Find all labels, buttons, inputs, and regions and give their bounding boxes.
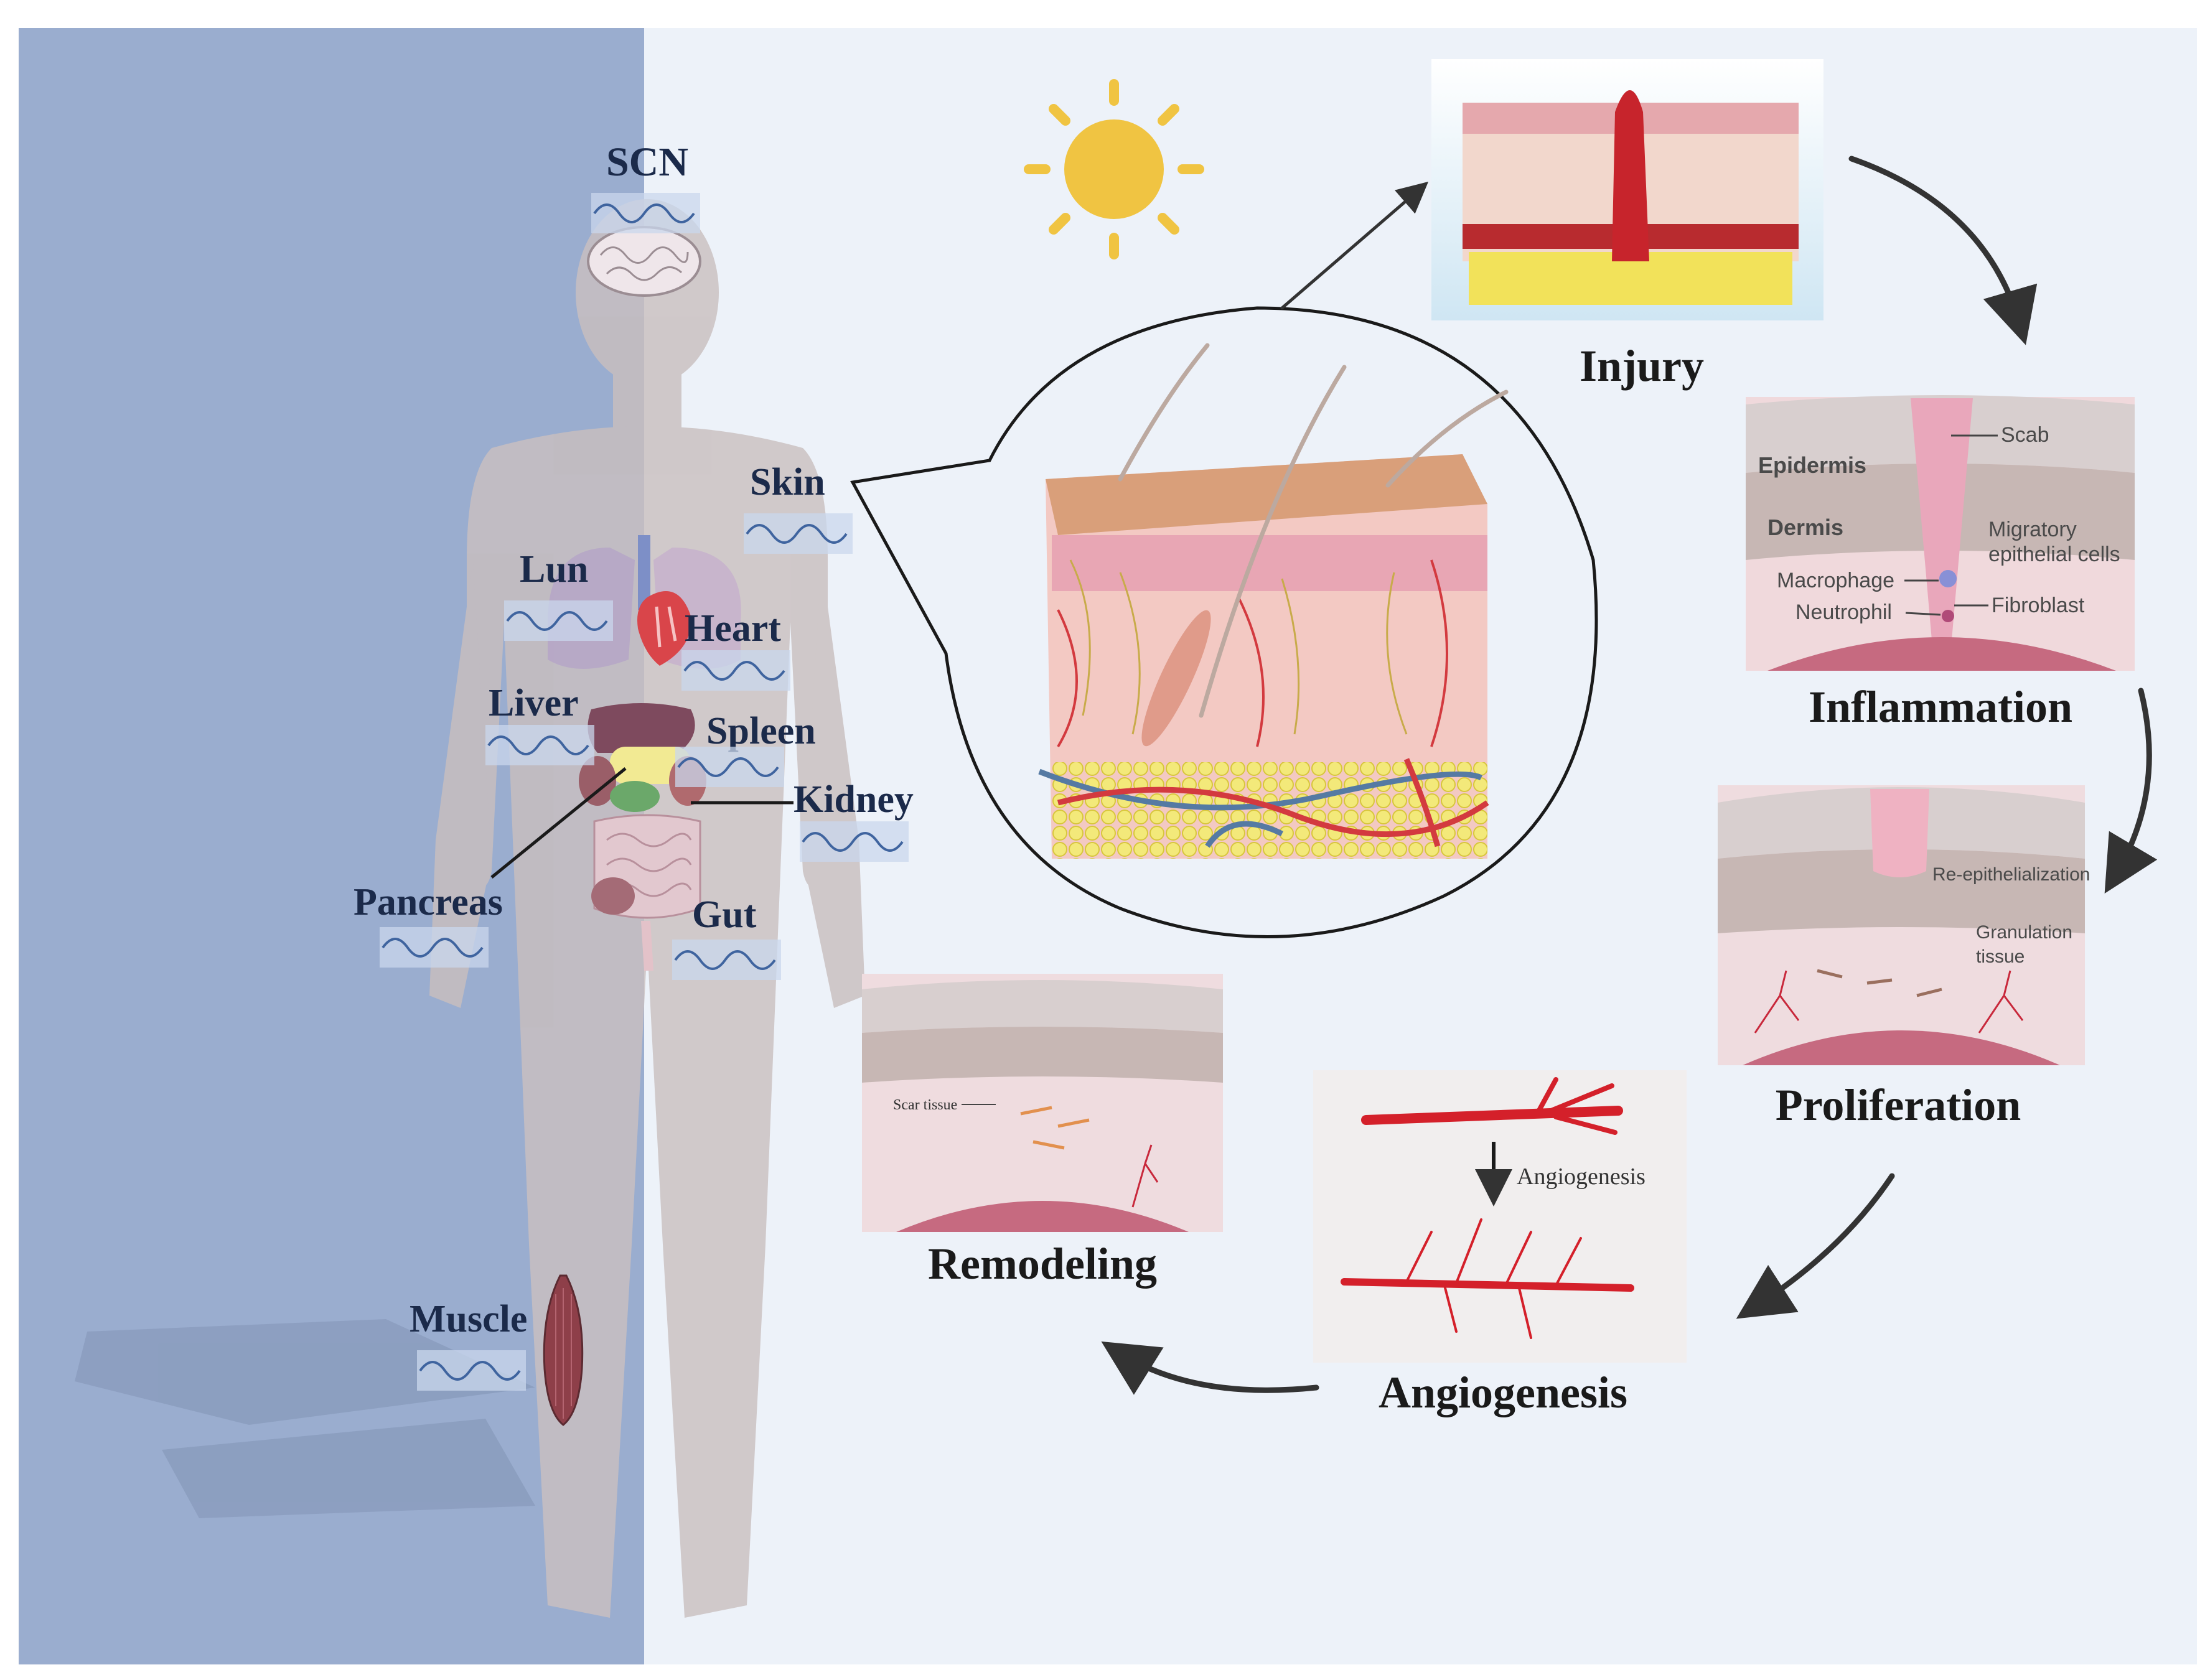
prolif-reepi-label: Re-epithelialization xyxy=(1932,864,2090,885)
organ-label-skin: Skin xyxy=(750,461,825,503)
organ-label-muscle: Muscle xyxy=(410,1298,527,1340)
skin-wave-icon xyxy=(744,513,853,554)
spleen-wave-icon xyxy=(675,747,784,787)
inflam-epidermis-label: Epidermis xyxy=(1758,452,1866,478)
organ-label-scn: SCN xyxy=(606,139,688,185)
inflam-dermis-label: Dermis xyxy=(1767,515,1843,540)
liver-illustration xyxy=(588,703,695,753)
injury-panel xyxy=(1431,59,1823,320)
angio-panel-label: Angiogenesis xyxy=(1517,1164,1646,1190)
inflam-scab-label: Scab xyxy=(2001,423,2049,447)
organ-label-gut: Gut xyxy=(692,894,757,936)
organ-label-pancreas: Pancreas xyxy=(353,881,503,923)
organ-label-spleen: Spleen xyxy=(706,710,816,752)
liver-wave-icon xyxy=(485,725,594,765)
stage-label-proliferation: Proliferation xyxy=(1776,1080,2021,1130)
organ-label-liver: Liver xyxy=(489,682,579,724)
skin-magnifier xyxy=(850,306,1598,938)
stage-label-injury: Injury xyxy=(1580,341,1704,391)
prolif-granulation-label-2: tissue xyxy=(1976,946,2025,967)
inflam-migratory-label-2: epithelial cells xyxy=(1988,543,2120,566)
arrow-magnifier-to-injury xyxy=(1280,181,1429,310)
neutrophil-cell xyxy=(1942,610,1954,622)
organ-label-kidney: Kidney xyxy=(794,778,914,821)
inflam-migratory-label-1: Migratory xyxy=(1988,518,2077,541)
prolif-granulation-label-1: Granulation xyxy=(1976,922,2072,943)
heart-wave-icon xyxy=(681,650,790,691)
stage-label-remodeling: Remodeling xyxy=(928,1239,1157,1289)
heart-illustration xyxy=(637,591,691,666)
macrophage-cell xyxy=(1939,570,1957,587)
brain-illustration xyxy=(587,226,701,297)
angiogenesis-panel xyxy=(1313,1070,1687,1363)
lung-wave-icon xyxy=(504,600,613,641)
inflam-macrophage-label: Macrophage xyxy=(1777,569,1894,592)
arrow-injury-to-inflammation xyxy=(1848,156,2038,345)
inflam-fibroblast-label: Fibroblast xyxy=(1992,594,2085,617)
stage-label-angiogenesis: Angiogenesis xyxy=(1379,1368,1627,1417)
proliferation-panel xyxy=(1718,785,2085,1065)
arrow-inflammation-to-proliferation xyxy=(2104,688,2158,894)
organ-label-lung: Lun xyxy=(520,548,588,590)
remod-scar-label: Scar tissue xyxy=(893,1097,957,1113)
stage-label-inflammation: Inflammation xyxy=(1809,682,2072,732)
remodeling-panel xyxy=(862,974,1223,1232)
kidney-wave-icon xyxy=(800,821,909,862)
gut-wave-icon xyxy=(672,940,781,980)
inflam-neutrophil-leader xyxy=(1905,612,1941,616)
sun-icon xyxy=(1024,79,1204,259)
inflam-neutrophil-label: Neutrophil xyxy=(1795,600,1892,624)
abdominal-organs xyxy=(579,747,706,971)
arrow-angiogenesis-to-remodeling xyxy=(1101,1341,1319,1395)
arrow-proliferation-to-angiogenesis xyxy=(1736,1173,1895,1319)
inflammation-panel xyxy=(1746,395,2135,671)
organ-label-heart: Heart xyxy=(685,607,781,650)
pancreas-leader-line xyxy=(490,767,627,879)
muscle-illustration xyxy=(543,1274,584,1426)
pancreas-wave-icon xyxy=(380,927,489,968)
muscle-wave-icon xyxy=(417,1350,526,1391)
scn-wave-icon xyxy=(591,193,700,233)
ground-shadow xyxy=(75,1319,535,1518)
